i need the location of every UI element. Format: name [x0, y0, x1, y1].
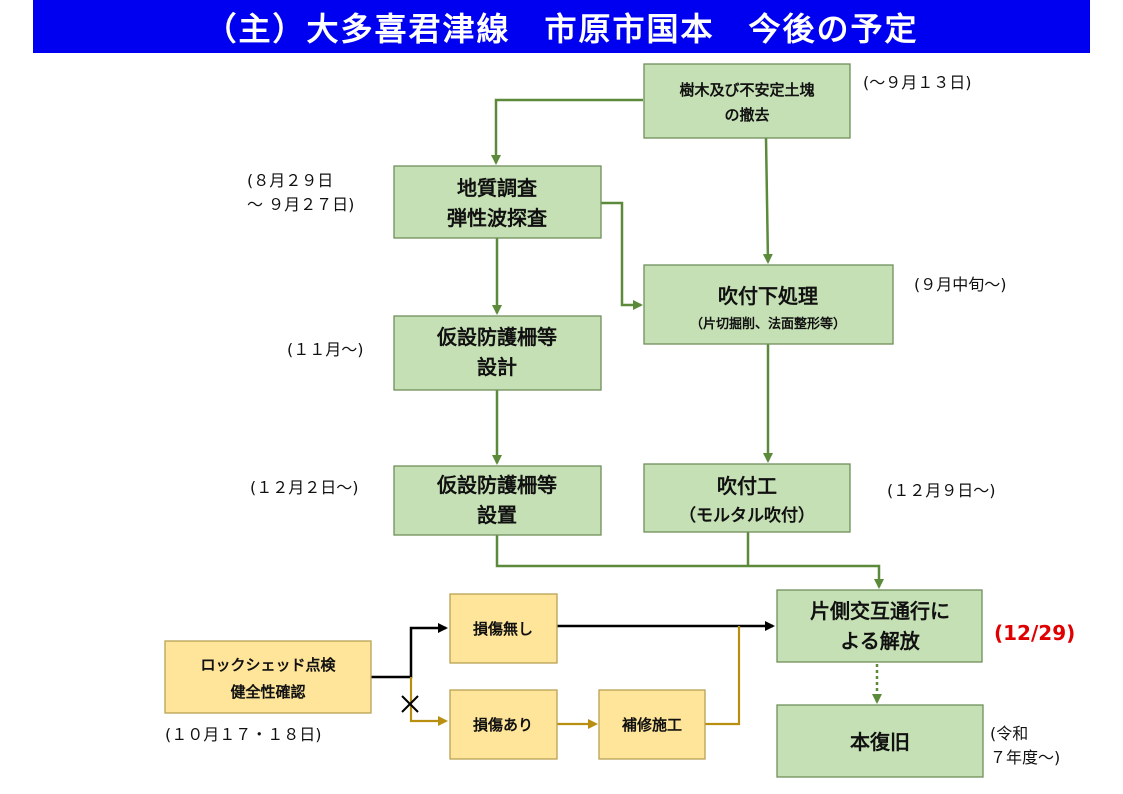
node-label: 損傷あり	[473, 716, 533, 734]
node-label: 損傷無し	[473, 620, 533, 638]
node-label: 吹付工	[717, 474, 777, 498]
title-bar: （主）大多喜君津線 市原市国本 今後の予定	[33, 0, 1090, 53]
node-damage: 損傷あり	[449, 689, 558, 760]
node-tree-removal: 樹木及び不安定土塊 の撤去	[643, 63, 851, 139]
node-label: ロックシェッド点検	[200, 656, 336, 674]
arrow-rockshed-to-damage	[409, 677, 448, 726]
schedule-full-restore: ７年度～)	[990, 748, 1060, 767]
schedule-rockshed: (１０月１７・１８日)	[165, 725, 322, 744]
arrow-tree-to-survey	[491, 98, 643, 165]
node-rockshed: ロックシェッド点検 健全性確認	[164, 640, 372, 714]
node-label: 健全性確認	[230, 683, 305, 701]
schedule-full-restore: (令和	[990, 724, 1028, 743]
schedule-geo-survey: ～ ９月２７日)	[247, 195, 354, 214]
node-label: 仮設防護柵等	[436, 473, 557, 497]
node-label: 補修施工	[621, 716, 682, 734]
node-repair: 補修施工	[598, 689, 706, 760]
node-sublabel: （モルタル吹付）	[679, 505, 815, 526]
node-spray-prep: 吹付下処理 （片切掘削、法面整形等）	[643, 264, 894, 345]
node-spray-work: 吹付工 （モルタル吹付）	[643, 463, 851, 533]
arrow-tree-to-spray-prep	[762, 137, 773, 264]
node-geo-survey: 地質調査 弾性波探査	[393, 165, 602, 239]
schedule-spray-work: (１２月９日～)	[887, 481, 996, 500]
cross-mark-icon	[401, 695, 419, 713]
node-alt-traffic: 片側交互通行に よる解放	[776, 589, 983, 663]
node-full-restore: 本復旧	[776, 704, 984, 778]
schedule-fence-design: (１１月～)	[287, 340, 364, 359]
schedule-geo-survey: (８月２９日	[247, 171, 333, 190]
arrow-survey-to-spray-prep	[601, 201, 643, 310]
node-label: 設計	[477, 355, 517, 379]
connectors	[371, 98, 884, 729]
schedule-spray-prep: (９月中旬～)	[914, 275, 1007, 294]
page-title: （主）大多喜君津線 市原市国本 今後の予定	[204, 9, 919, 48]
node-label: 設置	[477, 503, 517, 527]
node-sublabel: （片切掘削、法面整形等）	[690, 316, 846, 332]
release-date: (12/29)	[994, 621, 1075, 645]
node-fence-design: 仮設防護柵等 設計	[393, 315, 602, 391]
schedule-tree-removal: (～９月１３日)	[863, 73, 972, 92]
node-no-damage: 損傷無し	[449, 593, 558, 664]
arrow-install-to-traffic	[495, 535, 884, 589]
node-label: 地質調査	[457, 176, 537, 200]
arrow-rockshed-to-no-damage	[371, 623, 448, 679]
schedule-fence-install: (１２月２日～)	[250, 478, 359, 497]
node-label: よる解放	[840, 629, 920, 653]
node-label: 吹付下処理	[718, 284, 818, 308]
node-label: 樹木及び不安定土塊	[679, 81, 814, 99]
line-repair-to-traffic	[705, 626, 741, 726]
node-label: の撤去	[724, 106, 769, 124]
node-label: 片側交互通行に	[810, 599, 950, 623]
node-label: 仮設防護柵等	[436, 325, 557, 349]
node-label: 弾性波探査	[447, 206, 547, 230]
node-fence-install: 仮設防護柵等 設置	[393, 465, 602, 536]
node-label: 本復旧	[850, 730, 910, 754]
